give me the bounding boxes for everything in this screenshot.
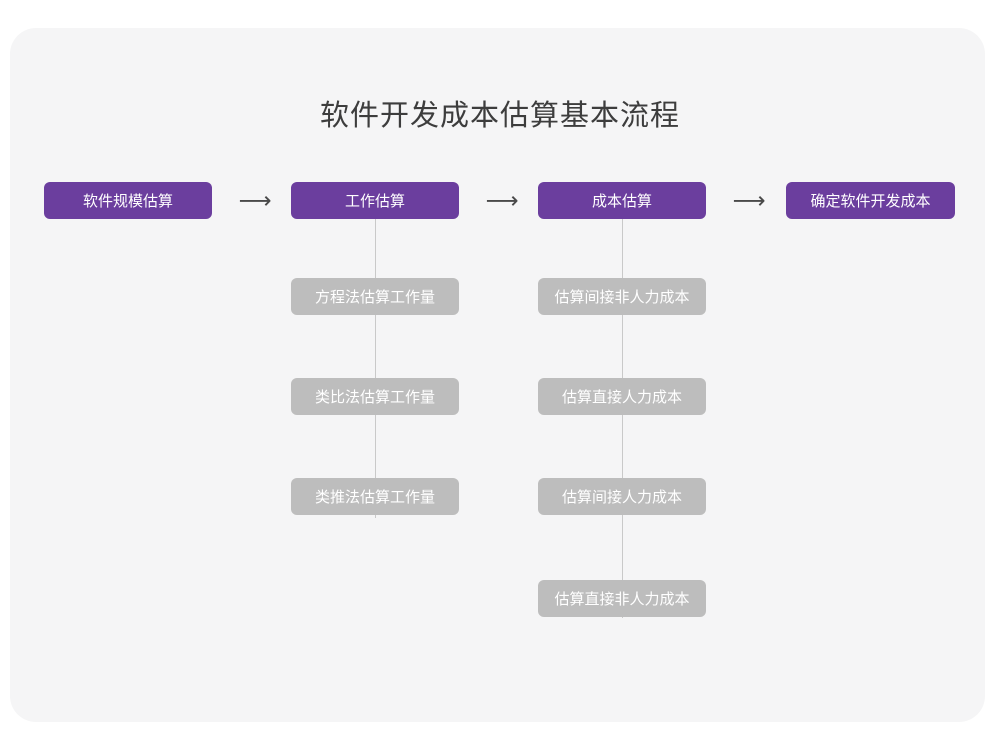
sub-box-indirect-labor-cost[interactable]: 估算间接人力成本 <box>538 478 706 515</box>
flow-arrow-3-icon: ⟶ <box>719 186 779 213</box>
page-title: 软件开发成本估算基本流程 <box>319 100 680 132</box>
sub-box-label: 类推法估算工作量 <box>314 489 435 506</box>
arrow-glyph: ⟶ <box>732 186 766 213</box>
step-box-label: 成本估算 <box>591 193 652 210</box>
sub-box-inference-method[interactable]: 类推法估算工作量 <box>291 478 459 515</box>
connector-line-cost <box>622 218 623 618</box>
sub-box-label: 估算直接人力成本 <box>561 389 682 406</box>
sub-box-label: 估算间接人力成本 <box>561 489 682 506</box>
sub-box-label: 估算直接非人力成本 <box>554 591 690 608</box>
flow-arrow-1-icon: ⟶ <box>225 186 285 213</box>
arrow-glyph: ⟶ <box>485 186 519 213</box>
step-box-software-scale[interactable]: 软件规模估算 <box>44 182 212 219</box>
step-box-label: 确定软件开发成本 <box>810 193 931 210</box>
sub-box-equation-method[interactable]: 方程法估算工作量 <box>291 278 459 315</box>
step-box-cost-estimate[interactable]: 成本估算 <box>538 182 706 219</box>
sub-box-indirect-nonlabor-cost[interactable]: 估算间接非人力成本 <box>538 278 706 315</box>
step-box-label: 工作估算 <box>344 193 405 210</box>
step-box-label: 软件规模估算 <box>82 193 173 210</box>
sub-box-label: 类比法估算工作量 <box>314 389 435 406</box>
sub-box-label: 方程法估算工作量 <box>314 289 435 306</box>
arrow-glyph: ⟶ <box>238 186 272 213</box>
step-box-work-estimate[interactable]: 工作估算 <box>291 182 459 219</box>
sub-box-analogy-method[interactable]: 类比法估算工作量 <box>291 378 459 415</box>
sub-box-direct-nonlabor-cost[interactable]: 估算直接非人力成本 <box>538 580 706 617</box>
diagram-card <box>10 28 985 722</box>
sub-box-label: 估算间接非人力成本 <box>554 289 690 306</box>
step-box-final-cost[interactable]: 确定软件开发成本 <box>786 182 955 219</box>
connector-line-work <box>375 218 376 518</box>
sub-box-direct-labor-cost[interactable]: 估算直接人力成本 <box>538 378 706 415</box>
flow-arrow-2-icon: ⟶ <box>472 186 532 213</box>
